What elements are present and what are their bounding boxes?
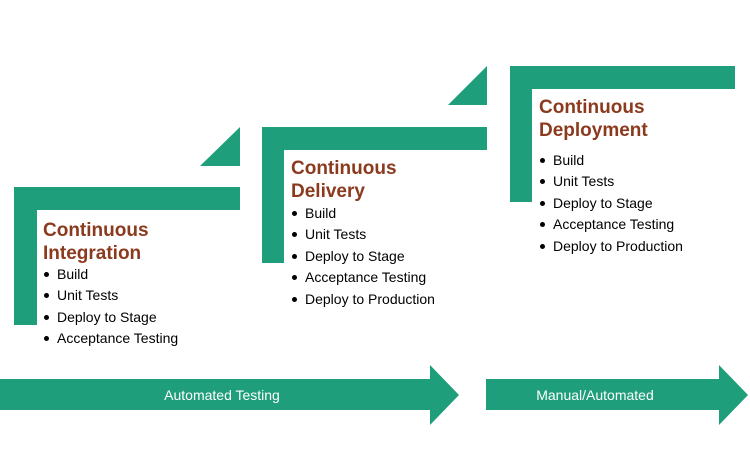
stage-title-line1: Continuous [43,220,149,241]
step-item: Acceptance Testing [43,328,178,349]
step-item: Deploy to Production [291,289,435,310]
stage-title-line2: Integration [43,243,142,264]
step-item: Deploy to Production [539,236,683,257]
automated-testing-arrow [0,365,459,425]
step-item: Unit Tests [291,224,435,245]
manual-automated-arrow [486,365,748,425]
step-item: Deploy to Stage [43,307,178,328]
stage-title-line2: Deployment [539,120,648,141]
integration-bracket [14,187,240,325]
automated-testing-label: Automated Testing [164,387,280,403]
step-item: Build [43,264,178,285]
step-list: Build Unit Tests Deploy to Stage Accepta… [43,264,178,350]
stage-title: Continuous Integration [43,219,149,265]
stage-title-line1: Continuous [539,97,645,118]
step-item: Unit Tests [43,285,178,306]
deployment-bracket [510,66,735,202]
stage-title-line2: Delivery [291,181,365,202]
integration-step-triangle [200,127,240,166]
step-list: Build Unit Tests Deploy to Stage Accepta… [539,150,683,257]
step-item: Acceptance Testing [291,267,435,288]
step-item: Deploy to Stage [539,193,683,214]
delivery-bracket [262,127,487,263]
step-item: Unit Tests [539,171,683,192]
step-item: Build [539,150,683,171]
step-item: Deploy to Stage [291,246,435,267]
stage-title: Continuous Delivery [291,157,397,203]
stage-title-line1: Continuous [291,158,397,179]
step-list: Build Unit Tests Deploy to Stage Accepta… [291,203,435,310]
step-item: Acceptance Testing [539,214,683,235]
delivery-step-triangle [448,66,487,105]
step-item: Build [291,203,435,224]
stage-title: Continuous Deployment [539,96,648,142]
manual-automated-label: Manual/Automated [536,387,654,403]
